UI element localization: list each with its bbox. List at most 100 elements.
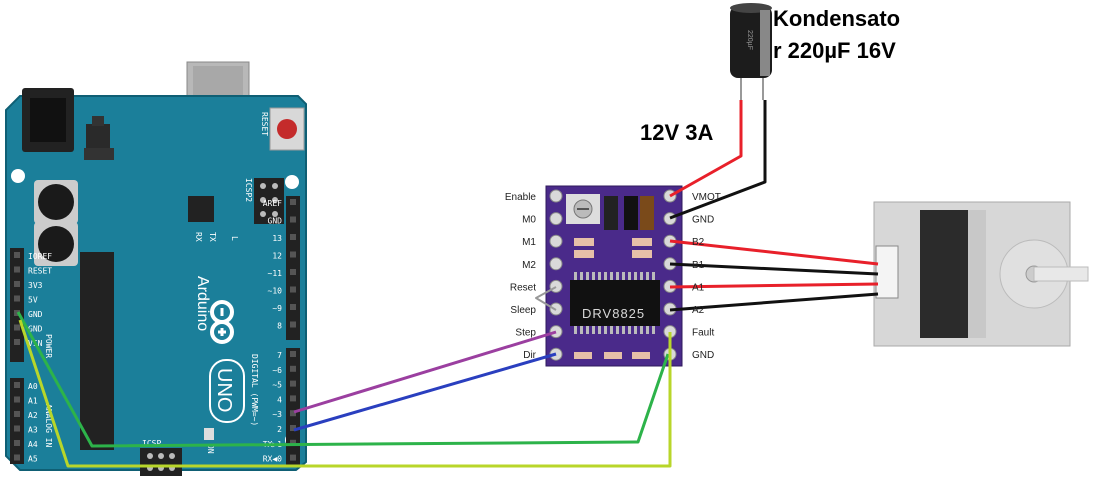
chip-leg bbox=[586, 272, 589, 280]
chip-leg bbox=[574, 326, 577, 334]
chip-leg bbox=[646, 326, 649, 334]
driver-pin-left bbox=[549, 212, 563, 226]
digital-pin-label: 7 bbox=[277, 351, 282, 360]
driver-pin-label-left: Reset bbox=[510, 282, 536, 293]
analog-header bbox=[10, 378, 24, 464]
digital-header-top bbox=[286, 196, 300, 340]
chip-leg bbox=[646, 272, 649, 280]
wire-gnd-green bbox=[16, 311, 670, 448]
analog-pin-label: A3 bbox=[28, 426, 38, 435]
chip-leg bbox=[634, 272, 637, 280]
header-pin bbox=[290, 286, 296, 293]
header-pin bbox=[290, 321, 296, 328]
digital-pin-label: 12 bbox=[272, 252, 282, 261]
chip-leg bbox=[598, 326, 601, 334]
header-pin bbox=[14, 266, 20, 273]
header-pin bbox=[290, 304, 296, 310]
chip-leg bbox=[610, 326, 613, 334]
digital-pin-label: 8 bbox=[277, 322, 282, 331]
power-pin-label: RESET bbox=[28, 267, 52, 276]
analog-pin-label: A2 bbox=[28, 411, 38, 420]
chip-leg bbox=[634, 326, 637, 334]
header-pin bbox=[14, 454, 20, 461]
digital-pin-label: 4 bbox=[277, 395, 282, 404]
usb-chip bbox=[188, 196, 214, 222]
power-pin-label: GND bbox=[28, 310, 43, 319]
reset-button[interactable] bbox=[269, 107, 305, 151]
chip-leg bbox=[586, 326, 589, 334]
header-pin bbox=[14, 281, 20, 287]
analog-section-label: ANALOG IN bbox=[44, 404, 53, 448]
header-pin bbox=[290, 439, 296, 446]
header-pin bbox=[290, 251, 296, 258]
digital-pin-label: ~11 bbox=[268, 269, 283, 278]
header-pin bbox=[14, 339, 20, 345]
arduino-logo-icon bbox=[210, 300, 234, 344]
rx-label: RX bbox=[194, 232, 203, 242]
driver-pin-label-left: Enable bbox=[505, 192, 537, 203]
chip-leg bbox=[640, 326, 643, 334]
wires bbox=[16, 100, 879, 468]
wire-b1-black bbox=[669, 262, 879, 276]
driver-pin-label-right: VMOT bbox=[692, 192, 721, 203]
analog-pin-label: A5 bbox=[28, 455, 38, 464]
header-pin bbox=[290, 380, 296, 387]
chip-leg bbox=[622, 326, 625, 334]
wire-reset-sleep-jumper bbox=[535, 286, 557, 311]
chip-pins bbox=[574, 272, 655, 334]
chip-leg bbox=[628, 326, 631, 334]
analog-pin-label: A0 bbox=[28, 382, 38, 391]
board-capacitor-2 bbox=[38, 226, 74, 262]
wire-5v-yellow bbox=[18, 319, 672, 468]
header-pin bbox=[290, 216, 296, 223]
drv8825-driver: DRV8825 bbox=[545, 185, 683, 367]
header-pin bbox=[290, 351, 296, 357]
header-pin bbox=[14, 295, 20, 302]
header-pin bbox=[14, 411, 20, 417]
digital-pin-label: AREF bbox=[263, 199, 282, 208]
chip-leg bbox=[604, 326, 607, 334]
digital-section-label: DIGITAL (PWM=~) bbox=[250, 354, 259, 426]
chip-leg bbox=[574, 272, 577, 280]
chip-leg bbox=[580, 326, 583, 334]
driver-pin-label-left: M1 bbox=[522, 237, 536, 248]
power-pin-label: GND bbox=[28, 325, 43, 334]
capacitor-label-line2: r 220µF 16V bbox=[773, 38, 896, 63]
driver-pin-label-right: GND bbox=[692, 215, 714, 226]
chip-leg bbox=[640, 272, 643, 280]
digital-pin-label: ~5 bbox=[272, 381, 282, 390]
driver-pin-label-left: Step bbox=[515, 328, 536, 339]
icsp2-header bbox=[254, 178, 284, 224]
capacitor-body-print: 220µF bbox=[746, 30, 753, 50]
header-pin bbox=[14, 324, 20, 331]
board-capacitor-1 bbox=[38, 184, 74, 220]
chip-leg bbox=[616, 272, 619, 280]
header-pin bbox=[290, 395, 296, 402]
motor-shaft bbox=[1033, 266, 1089, 282]
chip-leg bbox=[628, 272, 631, 280]
header-pin bbox=[290, 269, 296, 275]
driver-chip-label: DRV8825 bbox=[582, 306, 645, 321]
motor-connector bbox=[875, 245, 899, 299]
arduino-brand: Arduino bbox=[194, 276, 211, 331]
tx-label: TX bbox=[208, 232, 217, 242]
uno-label: UNO bbox=[213, 368, 235, 412]
header-pin bbox=[14, 252, 20, 258]
capacitor-label-line1: Kondensato bbox=[773, 6, 900, 31]
wire-a1-red bbox=[669, 282, 879, 289]
stepper-motor bbox=[873, 201, 1089, 347]
driver-pin-left bbox=[549, 257, 563, 271]
driver-pin-left bbox=[549, 189, 563, 203]
driver-pin-label-left: Dir bbox=[523, 350, 536, 361]
power-section-label: POWER bbox=[44, 334, 53, 358]
digital-pin-label: ~9 bbox=[272, 304, 282, 313]
wire-gnd-black bbox=[669, 100, 767, 220]
chip-leg bbox=[592, 272, 595, 280]
atmega-chip bbox=[80, 252, 114, 450]
driver-pin-label-left: M0 bbox=[522, 215, 536, 226]
digital-pin-label: ~6 bbox=[272, 366, 282, 375]
chip-leg bbox=[598, 272, 601, 280]
